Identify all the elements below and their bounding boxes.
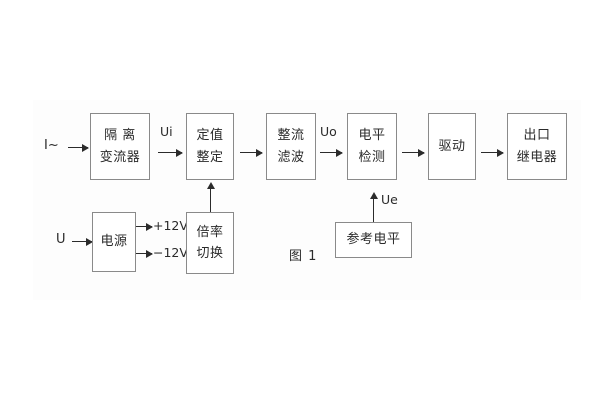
signal-label-uo: Uo [320, 124, 337, 139]
arrow-ratio-switch-to-setpoint [206, 182, 215, 212]
block-reference-level-line1: 参考电平 [346, 232, 401, 248]
arrow-rectify-filter-to-level-detect [320, 148, 343, 157]
block-isolation-ct-line1: 隔 离 [104, 128, 136, 144]
block-driver[interactable]: 驱动 [428, 113, 476, 180]
block-level-detect-line2: 检测 [358, 149, 386, 165]
block-output-relay-line1: 出口 [523, 128, 551, 144]
block-reference-level[interactable]: 参考电平 [335, 222, 412, 258]
arrow-rail-positive [136, 222, 153, 231]
block-ratio-switch-line1: 倍率 [196, 224, 224, 240]
block-ratio-switch-line2: 切换 [196, 246, 224, 261]
input-voltage-label: U [56, 232, 66, 247]
figure-caption: 图 1 [289, 249, 318, 264]
block-power-supply-line1: 电源 [100, 234, 128, 250]
signal-label-ui: Ui [160, 124, 173, 139]
block-rectify-filter-line2: 滤波 [277, 149, 305, 165]
block-level-detect-line1: 电平 [358, 128, 386, 144]
block-setpoint-line2: 整定 [196, 149, 224, 165]
arrow-level-detect-to-driver [402, 148, 425, 157]
arrow-driver-to-output-relay [481, 148, 504, 157]
block-rectify-filter-line1: 整流 [277, 128, 305, 144]
arrow-setpoint-to-rectify-filter [240, 148, 263, 157]
input-current-label: I~ [44, 138, 59, 153]
block-rectify-filter[interactable]: 整流 滤波 [266, 113, 316, 180]
rail-label-negative-12v: −12V [153, 245, 188, 260]
block-ratio-switching[interactable]: 倍率 切换 [186, 212, 234, 274]
block-isolation-current-transformer[interactable]: 隔 离 变流器 [90, 113, 150, 180]
arrow-input-voltage-to-power-supply [72, 237, 93, 246]
block-setpoint-line1: 定值 [196, 128, 224, 144]
arrow-isolation-ct-to-setpoint [158, 148, 183, 157]
block-isolation-ct-line2: 变流器 [99, 149, 141, 165]
block-output-relay-line2: 继电器 [516, 149, 558, 165]
signal-label-ue: Ue [381, 192, 398, 207]
block-setpoint-adjustment[interactable]: 定值 整定 [186, 113, 234, 180]
arrow-rail-negative [136, 249, 153, 258]
arrow-input-current-to-isolation-ct [68, 143, 89, 152]
block-power-supply[interactable]: 电源 [92, 212, 136, 272]
rail-label-positive-12v: +12V [153, 218, 188, 233]
block-driver-line1: 驱动 [438, 138, 466, 154]
block-level-detection[interactable]: 电平 检测 [347, 113, 397, 180]
block-output-relay[interactable]: 出口 继电器 [507, 113, 567, 180]
arrow-reference-level-to-level-detect [369, 192, 378, 222]
